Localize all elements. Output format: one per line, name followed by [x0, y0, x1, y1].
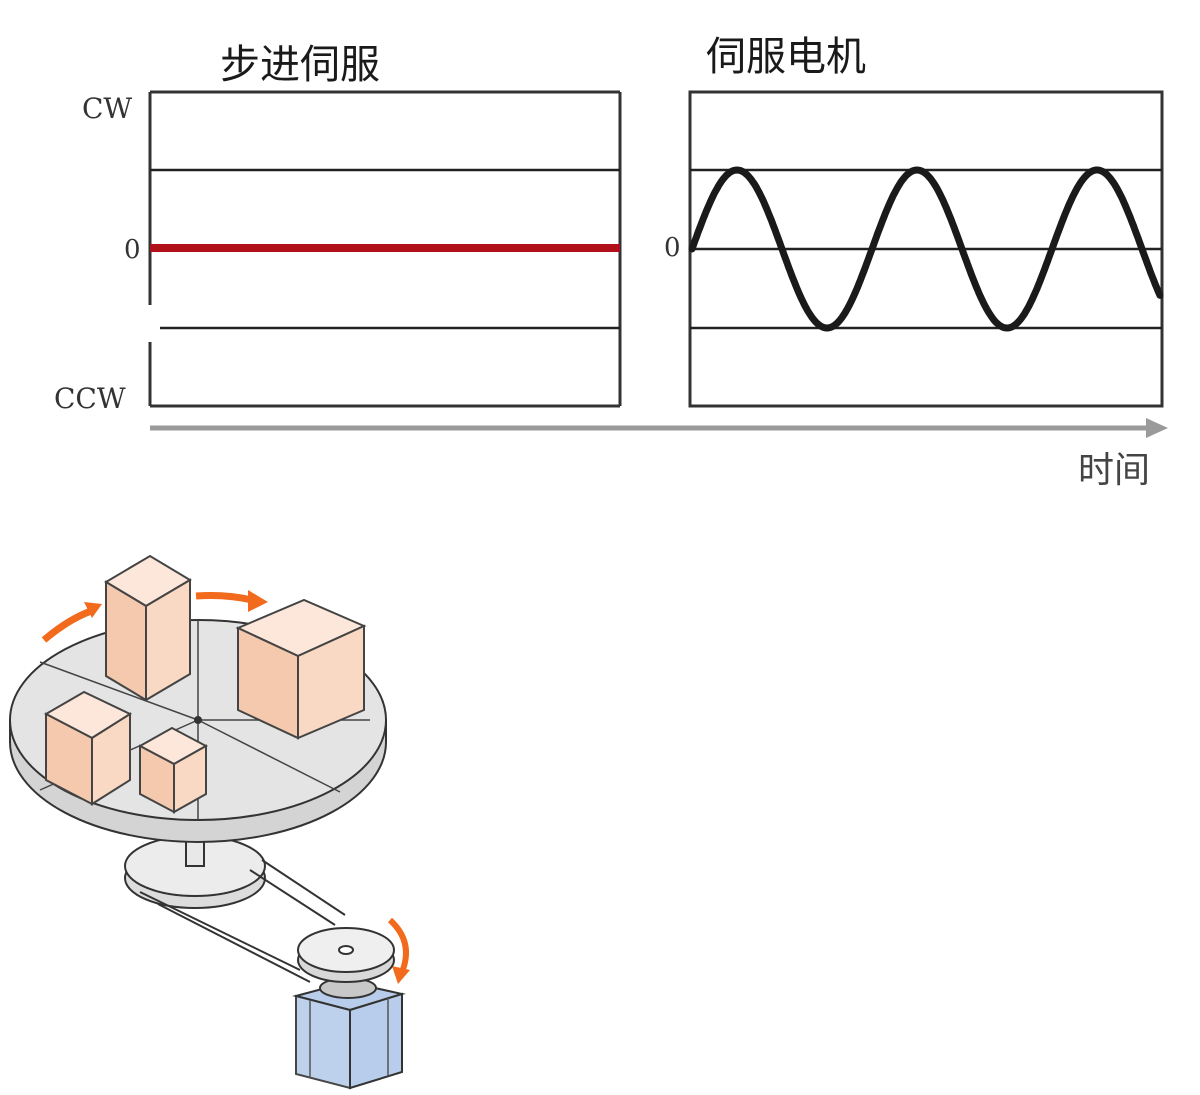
drive-belt: [139, 859, 346, 983]
medium-box: [43, 690, 133, 806]
stepper-motor: [292, 977, 406, 1090]
stepper-chart: 步进伺服 CW 0 CCW: [54, 42, 622, 415]
ccw-label: CCW: [54, 382, 126, 415]
rotation-arrow-top: [195, 592, 253, 604]
stepper-chart-title: 步进伺服: [220, 42, 380, 88]
servo-sine-wave: [688, 166, 1164, 332]
rotation-arrow-top-head: [248, 590, 268, 612]
rotary-table-illustration: [9, 554, 410, 1090]
pulley-rotation-arrow-head: [392, 966, 410, 984]
rotation-arrow-left-head: [84, 602, 102, 618]
rotation-arrow-left: [41, 606, 96, 643]
stepper-zero-label: 0: [124, 235, 141, 265]
tall-box: [104, 554, 192, 702]
servo-chart: 伺服电机 0: [664, 34, 1164, 408]
time-axis-arrow-head: [1146, 418, 1168, 438]
time-axis-label: 时间: [1078, 450, 1150, 491]
pulley-rotation-arrow: [387, 917, 409, 974]
small-pulley: [297, 927, 395, 983]
time-axis: 时间: [150, 418, 1168, 491]
rotation-arrows: [41, 590, 410, 984]
large-cube: [235, 598, 367, 740]
small-box: [137, 726, 209, 814]
servo-chart-title: 伺服电机: [706, 34, 866, 80]
servo-zero-label: 0: [664, 233, 681, 263]
cw-label: CW: [82, 92, 132, 125]
